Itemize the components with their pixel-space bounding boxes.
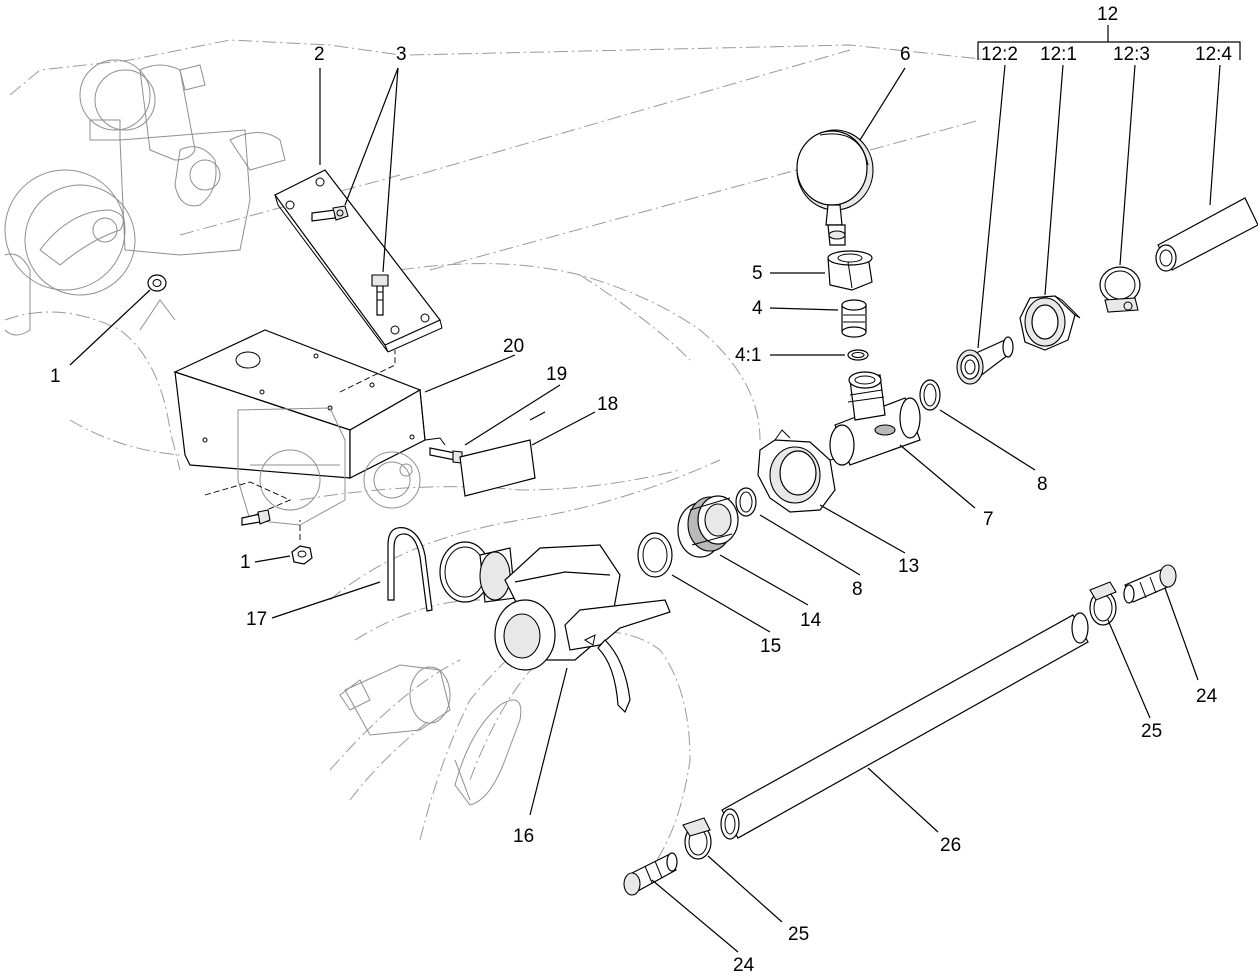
pump-assembly-ghost xyxy=(4,59,286,336)
callout-19: 19 xyxy=(546,364,567,385)
coupling-nut xyxy=(757,429,839,513)
machine-ghost-outline xyxy=(4,39,991,871)
valve-cover-bracket xyxy=(173,329,446,479)
hose-clamp xyxy=(1099,266,1141,313)
leader-lines xyxy=(69,25,1241,953)
pressure-gauge xyxy=(796,129,874,246)
callout-7: 7 xyxy=(983,509,994,530)
callout-14: 14 xyxy=(800,610,822,631)
callout-26: 26 xyxy=(940,835,961,856)
callout-25: 25 xyxy=(788,924,809,945)
callout-20: 20 xyxy=(503,336,524,357)
callout-1: 1 xyxy=(240,552,251,573)
callout-6: 6 xyxy=(900,44,911,65)
washer xyxy=(147,274,167,292)
hose-barb xyxy=(956,336,1014,385)
small-o-ring xyxy=(847,349,869,361)
u-bolt xyxy=(387,527,433,612)
callout-15: 15 xyxy=(760,636,781,657)
callout-labels: 1 1 2 3 5 4 4:1 6 7 8 8 12 12:2 12:1 12:… xyxy=(50,4,1232,976)
threaded-fitting xyxy=(677,495,739,558)
o-ring xyxy=(735,487,757,517)
callout-5: 5 xyxy=(752,263,763,284)
callout-12-1: 12:1 xyxy=(1040,44,1077,65)
tee-fitting xyxy=(829,371,921,466)
callout-16: 16 xyxy=(513,826,534,847)
callout-2: 2 xyxy=(314,44,325,65)
gauge-nut xyxy=(827,250,873,291)
callout-12-3: 12:3 xyxy=(1113,44,1150,65)
callout-4: 4 xyxy=(752,298,763,319)
bolt xyxy=(371,274,389,316)
hose xyxy=(1155,197,1258,272)
callout-13: 13 xyxy=(898,556,919,577)
hose-clamp xyxy=(682,817,712,860)
ball-valve xyxy=(439,541,671,714)
callout-18: 18 xyxy=(597,394,618,415)
hose-barb-fitting xyxy=(1123,564,1177,604)
o-ring xyxy=(919,379,941,411)
callout-25: 25 xyxy=(1141,721,1162,742)
hose-barb-fitting xyxy=(623,852,678,896)
callout-12-2: 12:2 xyxy=(981,44,1018,65)
callout-8: 8 xyxy=(1037,474,1048,495)
ghost-fitting xyxy=(339,664,451,736)
hose-clamp xyxy=(1089,581,1117,626)
callout-24: 24 xyxy=(1196,686,1218,707)
callout-24: 24 xyxy=(733,955,755,976)
callout-12-4: 12:4 xyxy=(1195,44,1232,65)
valve-body-ghost xyxy=(237,407,421,526)
mounting-bracket xyxy=(274,169,443,353)
callout-17: 17 xyxy=(246,609,267,630)
callout-3: 3 xyxy=(396,44,407,65)
screw xyxy=(241,509,271,526)
adapter xyxy=(841,299,867,338)
bolt xyxy=(311,205,349,222)
callout-12: 12 xyxy=(1097,4,1118,25)
nut xyxy=(291,545,313,565)
screw xyxy=(429,447,463,464)
callout-8: 8 xyxy=(852,579,863,600)
o-ring xyxy=(637,532,673,578)
callout-4-1: 4:1 xyxy=(735,345,761,366)
decal xyxy=(459,439,536,497)
callout-1: 1 xyxy=(50,366,61,387)
long-hose xyxy=(720,612,1089,840)
hex-nut xyxy=(1019,295,1081,351)
